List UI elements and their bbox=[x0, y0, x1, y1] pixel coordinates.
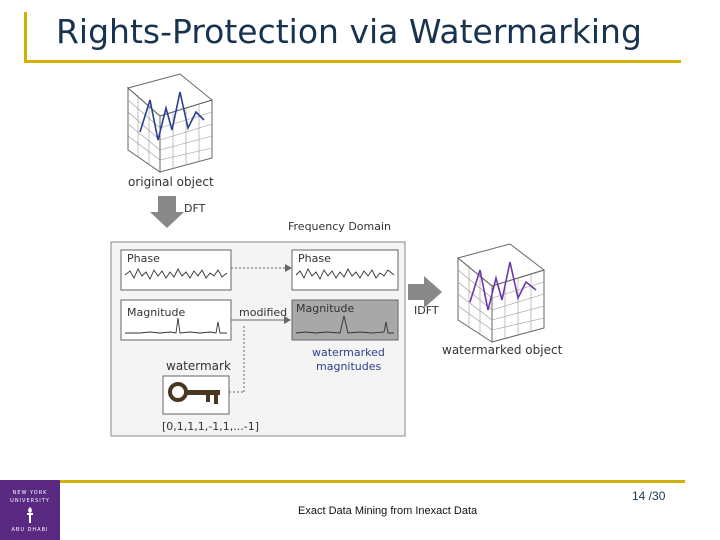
footer-text: Exact Data Mining from Inexact Data bbox=[298, 505, 478, 517]
magnitude-label-right: Magnitude bbox=[296, 302, 355, 315]
watermarked-magnitudes-label-1: watermarked bbox=[312, 346, 385, 359]
nyu-abu-dhabi-logo: NEW YORK UNIVERSITY ABU DHABI bbox=[0, 480, 60, 540]
key-icon bbox=[168, 382, 220, 404]
watermarked-magnitudes-label-2: magnitudes bbox=[316, 360, 382, 373]
phase-label-right: Phase bbox=[298, 252, 331, 265]
slide-title: Rights-Protection via Watermarking bbox=[56, 12, 642, 51]
dft-arrow bbox=[150, 196, 184, 228]
phase-label-left: Phase bbox=[127, 252, 160, 265]
idft-arrow bbox=[408, 276, 442, 308]
original-object-cube bbox=[126, 73, 214, 173]
idft-label: IDFT bbox=[414, 304, 439, 317]
magnitude-label-left: Magnitude bbox=[127, 306, 186, 319]
footer-divider bbox=[60, 480, 685, 483]
torch-icon bbox=[27, 507, 33, 523]
page-number: 14 /30 bbox=[632, 489, 666, 503]
watermark-label: watermark bbox=[166, 359, 231, 373]
title-bar bbox=[24, 12, 681, 63]
watermark-bits: [0,1,1,1,-1,1,...-1] bbox=[162, 420, 259, 433]
watermarked-object-label: watermarked object bbox=[442, 343, 563, 357]
watermark-diagram: original object DFT Frequency Domain Pha… bbox=[110, 73, 563, 437]
original-object-label: original object bbox=[128, 175, 214, 189]
phase-box-right bbox=[291, 249, 399, 291]
dft-label: DFT bbox=[184, 202, 206, 215]
modified-label: modified bbox=[239, 306, 287, 319]
phase-box-left bbox=[120, 249, 232, 291]
frequency-domain-label: Frequency Domain bbox=[288, 220, 391, 233]
watermarked-object-cube bbox=[456, 243, 546, 343]
